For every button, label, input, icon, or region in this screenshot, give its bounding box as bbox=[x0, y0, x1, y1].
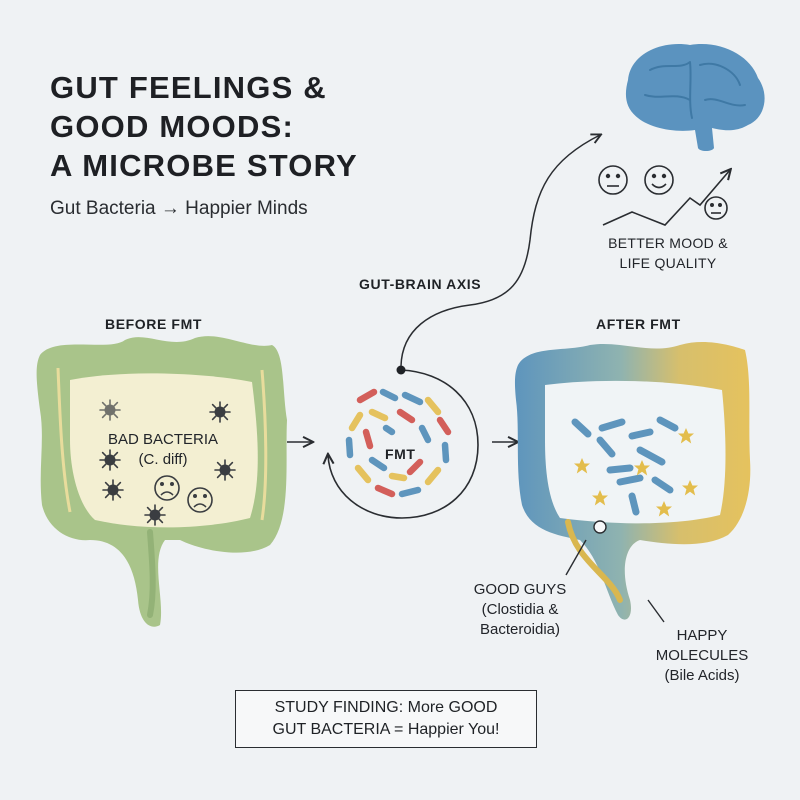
bad-bacteria-line2: (C. diff) bbox=[138, 451, 188, 468]
bacteria-icon bbox=[598, 418, 626, 432]
good-guys-line3: Bacteroidia) bbox=[479, 621, 561, 638]
finding-line2: GUT BACTERIA = Happier You! bbox=[272, 721, 500, 738]
gut-brain-axis-label: GUT-BRAIN AXIS bbox=[359, 276, 482, 292]
circular-arrow-icon bbox=[328, 369, 479, 519]
happy-line3: (Bile Acids) bbox=[664, 667, 740, 684]
virus-icon bbox=[99, 399, 121, 421]
sad-face-icon bbox=[154, 475, 180, 501]
fmt-bacteria-cluster bbox=[345, 388, 452, 498]
bacteria-icon bbox=[628, 492, 640, 516]
study-finding-box: STUDY FINDING: More GOOD GUT BACTERIA = … bbox=[235, 690, 537, 748]
sad-face-icon bbox=[187, 487, 213, 513]
good-guys-line2: (Clostidia & bbox=[481, 601, 559, 618]
callout-marker bbox=[593, 520, 607, 534]
before-fmt-label: BEFORE FMT bbox=[105, 316, 202, 332]
finding-line1: STUDY FINDING: More GOOD bbox=[274, 699, 498, 716]
before-fmt-gut bbox=[36, 336, 287, 627]
bacteria-icon bbox=[616, 474, 644, 486]
virus-icon bbox=[209, 401, 231, 423]
bacteria-icon bbox=[651, 476, 674, 494]
bacteria-icon bbox=[571, 418, 592, 438]
bacteria-icon bbox=[636, 446, 666, 466]
bad-bacteria-label: BAD BACTERIA (C. diff) bbox=[98, 430, 228, 470]
mood-line2: LIFE QUALITY bbox=[619, 255, 717, 271]
subtitle: Gut Bacteria → Happier Minds bbox=[50, 198, 308, 219]
title-line-2: GOOD MOODS: bbox=[50, 109, 294, 144]
bacteria-icon bbox=[656, 416, 679, 432]
smiley-face-icon bbox=[644, 165, 674, 195]
neutral-face-icon bbox=[704, 196, 728, 220]
bacteria-icon bbox=[628, 428, 654, 440]
good-bacteria bbox=[571, 416, 679, 516]
good-guys-line1: GOOD GUYS bbox=[473, 581, 567, 598]
neutral-face-icon bbox=[598, 165, 628, 195]
mood-line1: BETTER MOOD & bbox=[608, 235, 728, 251]
virus-icon bbox=[144, 504, 166, 526]
happy-line1: HAPPY bbox=[676, 627, 728, 644]
bacteria-icon bbox=[606, 464, 634, 474]
mood-label: BETTER MOOD & LIFE QUALITY bbox=[598, 233, 738, 273]
happy-molecules-label: HAPPY MOLECULES (Bile Acids) bbox=[632, 626, 772, 686]
after-fmt-label: AFTER FMT bbox=[596, 316, 681, 332]
page-title: GUT FEELINGS & GOOD MOODS: A MICROBE STO… bbox=[50, 68, 430, 185]
callout-line-good-guys bbox=[565, 539, 587, 576]
good-guys-label: GOOD GUYS (Clostidia & Bacteroidia) bbox=[445, 580, 595, 640]
fmt-center-label: FMT bbox=[385, 446, 416, 462]
title-line-1: GUT FEELINGS & bbox=[50, 70, 327, 105]
happy-line2: MOLECULES bbox=[655, 647, 749, 664]
title-line-3: A MICROBE STORY bbox=[50, 148, 358, 183]
brain-icon bbox=[625, 44, 765, 151]
axis-origin-dot bbox=[396, 365, 406, 375]
gut-brain-axis-arrow bbox=[400, 135, 600, 367]
mood-trend-chart-icon bbox=[602, 170, 730, 226]
callout-line-happy-molecules bbox=[647, 599, 665, 623]
bacteria-icon bbox=[596, 436, 616, 458]
virus-icon bbox=[102, 479, 124, 501]
bad-bacteria-line1: BAD BACTERIA bbox=[107, 431, 219, 448]
